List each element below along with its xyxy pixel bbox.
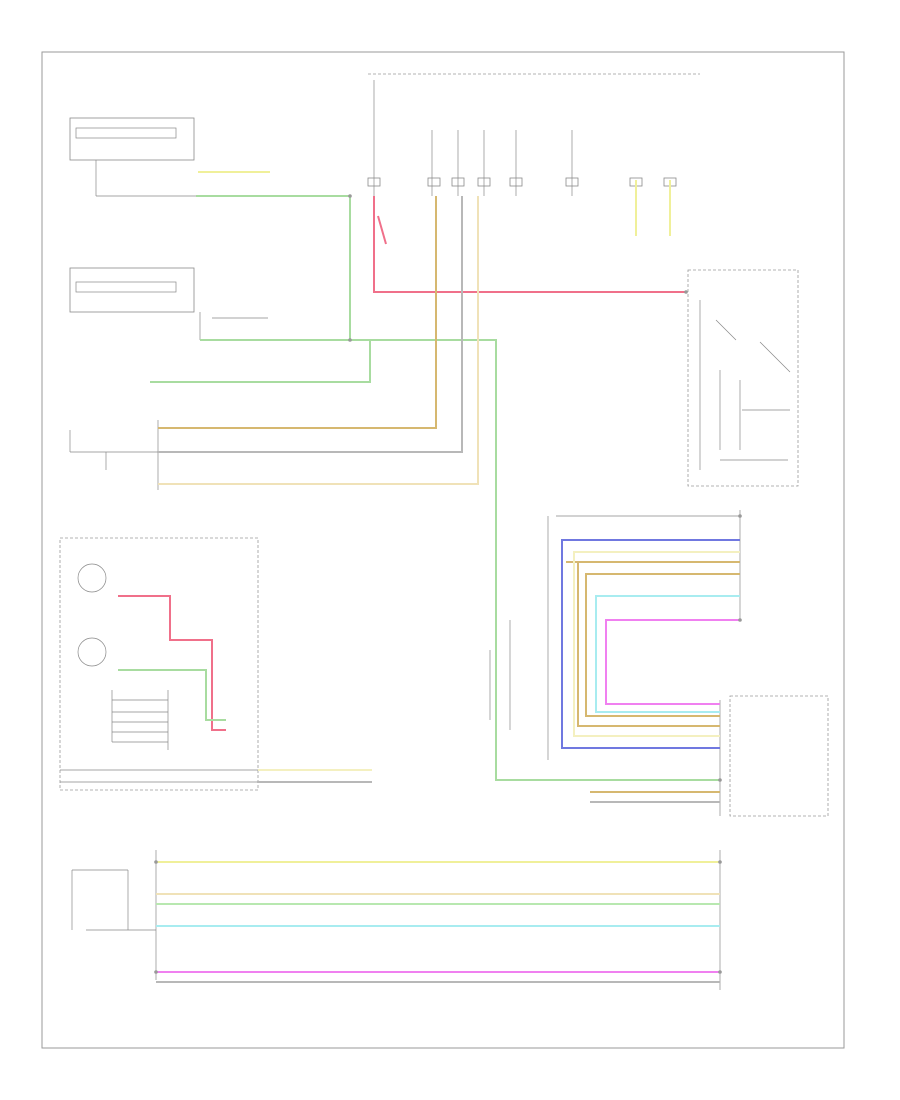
wire-magenta-ecm bbox=[605, 619, 740, 705]
wire-lighttan bbox=[158, 196, 479, 485]
wire-tan-ecm3 bbox=[585, 573, 740, 717]
wire-blue bbox=[561, 539, 740, 749]
wire-tan-left bbox=[158, 196, 437, 429]
input-speed-sensor-icon bbox=[77, 637, 107, 667]
diagram-frame bbox=[41, 51, 845, 1049]
wire-pink-top bbox=[373, 196, 686, 293]
wire-gray bbox=[158, 196, 463, 453]
wire-cyan bbox=[595, 595, 740, 713]
wire-pink-sensor bbox=[118, 595, 226, 731]
output-speed-sensor-icon bbox=[77, 563, 107, 593]
wire-ltyellow bbox=[573, 551, 740, 737]
stoplamp-switch-box bbox=[69, 117, 195, 161]
wire-green-mid bbox=[200, 339, 720, 781]
transmission-block bbox=[59, 537, 259, 791]
fuse-block-connectors bbox=[367, 177, 677, 187]
wire-pink-red bbox=[377, 215, 387, 245]
brake-switch-box bbox=[69, 267, 195, 313]
turn-signal-switch-box bbox=[687, 269, 799, 487]
wire-green-sensor bbox=[118, 669, 226, 721]
connector-ticks bbox=[154, 194, 742, 974]
ecm-connector-box bbox=[729, 695, 829, 817]
wire-green-lower bbox=[150, 340, 371, 383]
stoplamp-switch-inner bbox=[75, 127, 177, 139]
brake-switch-inner bbox=[75, 281, 177, 293]
wire-tan-ecm2 bbox=[577, 562, 720, 727]
wire-green-top bbox=[196, 195, 351, 340]
